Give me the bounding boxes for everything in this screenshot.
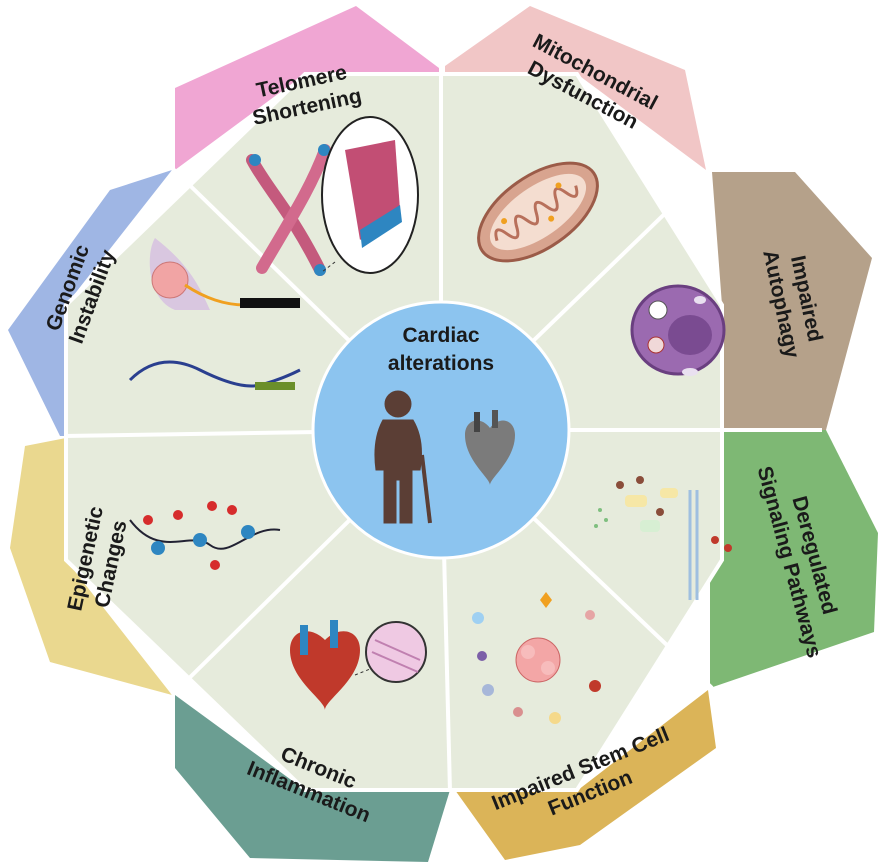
- nucleosome-icon: [129, 501, 281, 570]
- center-title-line1: Cardiac: [402, 324, 479, 347]
- tab-genomic: [8, 170, 172, 436]
- tab-epigenetic: [10, 438, 172, 695]
- signaling-pathway-icon: [594, 476, 732, 600]
- tab-autophagy: [712, 172, 872, 430]
- tab-telomere: [175, 6, 439, 170]
- tab-mito: [445, 6, 706, 170]
- cell-icon: [630, 284, 726, 376]
- heart-tissue-icon: [290, 620, 427, 710]
- label-tabs: [8, 6, 878, 862]
- center-circle: [311, 300, 571, 560]
- dna-icon: [128, 238, 301, 390]
- stem-cell-icon: [472, 592, 601, 724]
- elderly-person-icon: [374, 390, 432, 524]
- mitochondrion-icon: [477, 161, 599, 263]
- chromosome-icon: [246, 116, 419, 276]
- heart-organ-icon: [465, 410, 515, 485]
- tab-signaling: [710, 430, 878, 688]
- tab-stemcell: [455, 690, 716, 860]
- tab-inflammation: [175, 695, 450, 862]
- center-title-line2: alterations: [388, 352, 494, 375]
